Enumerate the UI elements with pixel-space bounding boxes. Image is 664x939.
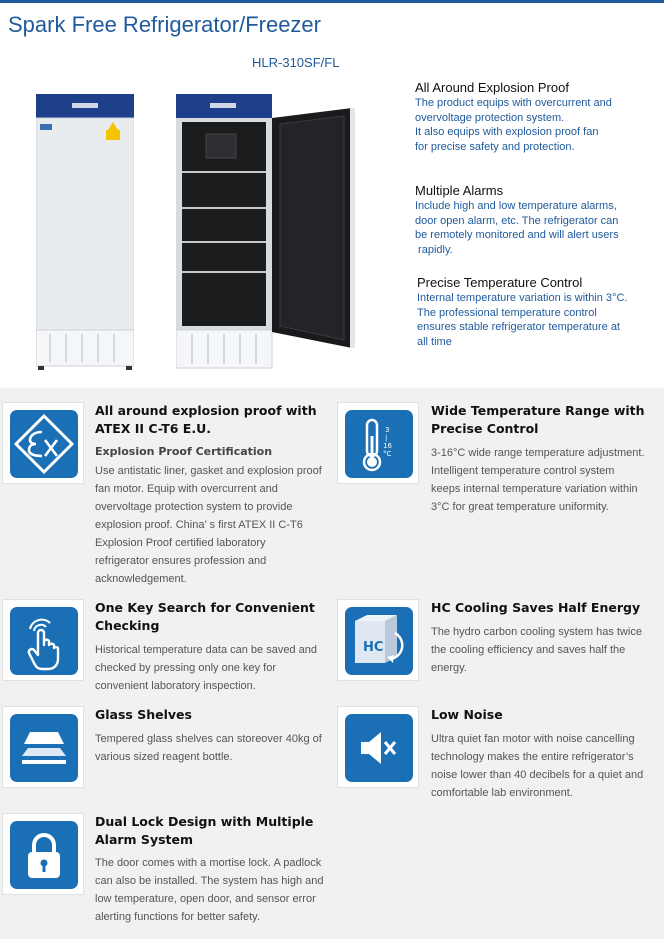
feature-icon-tile [337, 706, 419, 788]
hc-cooling-icon: HC [355, 615, 404, 663]
card-title: All around explosion proof with ATEX II … [95, 403, 317, 436]
card-title: Low Noise [431, 707, 503, 722]
card-body: Tempered glass shelves can storeover 40k… [95, 733, 322, 763]
feature-icon-tile: 3 | 16 °C [337, 402, 419, 484]
feature-icon-tile: HC [337, 599, 419, 681]
feature-icon-tile [2, 402, 84, 484]
top-feature-line: all time [417, 335, 452, 348]
top-feature-line: The professional temperature control [417, 306, 597, 319]
hc-label: HC [363, 640, 383, 655]
card-body: The door comes with a mortise lock. A pa… [95, 857, 324, 923]
top-feature-line: rapidly. [415, 243, 453, 256]
feature-icon-tile [2, 599, 84, 681]
top-feature-title: All Around Explosion Proof [415, 80, 569, 95]
top-feature-line: be remotely monitored and will alert use… [415, 229, 619, 241]
card-title: HC Cooling Saves Half Energy [431, 600, 641, 615]
card-body: Ultra quiet fan motor with noise cancell… [431, 733, 644, 799]
card-body: The hydro carbon cooling system has twic… [431, 626, 642, 674]
top-rule [0, 0, 664, 3]
page-title: Spark Free Refrigerator/Freezer [8, 12, 321, 37]
card-title: Wide Temperature Range with Precise Cont… [431, 403, 645, 436]
thermo-label: | [385, 434, 387, 442]
feature-icon-tile [2, 813, 84, 895]
card-body: Historical temperature data can be saved… [95, 644, 317, 692]
top-feature-title: Multiple Alarms [415, 183, 504, 198]
speaker-mute-icon [361, 732, 397, 764]
fridge-open-image [176, 94, 355, 369]
thermo-label: °C [383, 450, 392, 458]
top-feature-line: for precise safety and protection. [415, 140, 575, 153]
card-body: 3-16°C wide range temperature adjustment… [431, 447, 645, 513]
top-feature-temperature-control: Precise Temperature Control Internal tem… [417, 275, 662, 349]
top-feature-line: ensures stable refrigerator temperature … [417, 321, 620, 333]
top-feature-line: Include high and low temperature alarms, [415, 200, 617, 212]
explosion-proof-ex-icon [13, 413, 75, 475]
top-feature-line: door open alarm, etc. The refrigerator c… [415, 214, 619, 227]
card-title: Dual Lock Design with Multiple Alarm Sys… [95, 814, 314, 847]
card-title: One Key Search for Convenient Checking [95, 600, 315, 633]
top-feature-explosion-proof: All Around Explosion Proof The product e… [415, 80, 660, 154]
thermo-label: 16 [383, 442, 392, 450]
top-feature-line: It also equips with explosion proof fan [415, 126, 599, 138]
padlock-icon [28, 833, 60, 878]
fridge-closed-image [36, 94, 134, 370]
top-feature-line: Internal temperature variation is within… [417, 292, 628, 304]
card-body: Use antistatic liner, gasket and explosi… [95, 465, 322, 585]
glass-shelves-icon [22, 732, 66, 764]
top-feature-line: overvoltage protection system. [415, 111, 565, 124]
touch-hand-icon [27, 618, 60, 671]
model-number: HLR-310SF/FL [252, 55, 340, 70]
thermo-label: 3 [385, 426, 389, 434]
card-title: Glass Shelves [95, 707, 192, 722]
feature-icon-tile [2, 706, 84, 788]
top-feature-multiple-alarms: Multiple Alarms Include high and low tem… [415, 183, 660, 257]
top-feature-title: Precise Temperature Control [417, 275, 583, 290]
thermometer-icon: 3 | 16 °C [362, 418, 392, 472]
top-feature-line: The product equips with overcurrent and [415, 97, 612, 109]
card-subtitle: Explosion Proof Certification [95, 445, 273, 458]
features-panel: All around explosion proof with ATEX II … [0, 388, 664, 939]
